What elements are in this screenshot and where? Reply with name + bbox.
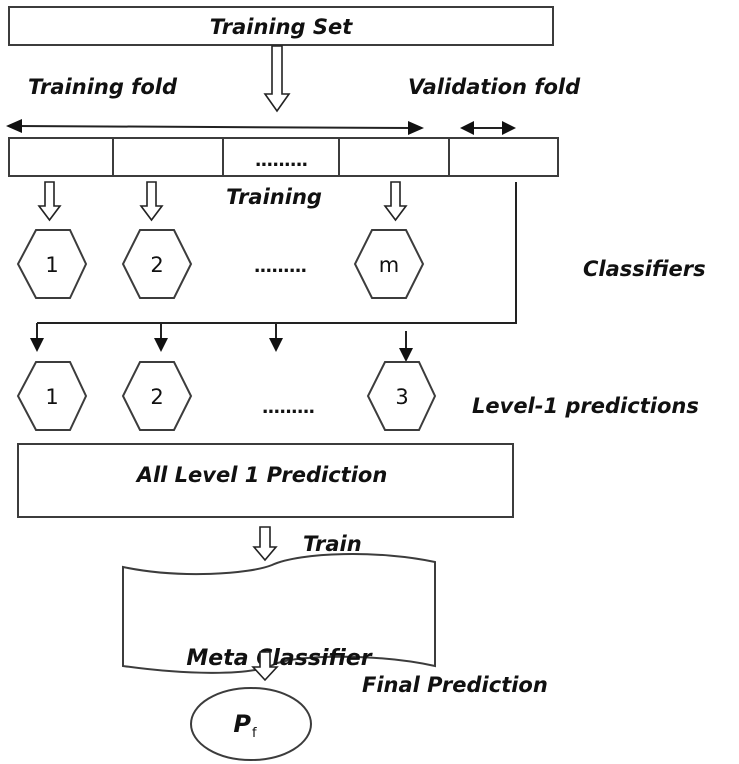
level1-prediction-3: 3 [366, 361, 437, 431]
classifier-1: 1 [16, 229, 88, 299]
training-fold-2 [112, 137, 224, 177]
training-fold-span-line [15, 125, 413, 129]
training-set-box [8, 6, 554, 46]
arrow-left-head-icon [460, 121, 474, 135]
arrow-down-head-icon [269, 338, 283, 352]
fold2-to-classifier2-arrow-icon [139, 181, 164, 222]
classifier-1-hexagon [16, 229, 88, 299]
training-fold-m [338, 137, 450, 177]
final-output-sub: f [252, 726, 257, 741]
training-fold-ellipsis [222, 137, 340, 177]
level1-prediction-1: 1 [16, 361, 88, 431]
classifier-m: m [353, 229, 425, 299]
meta-classifier-node: Meta Classifier [122, 553, 436, 674]
train-arrow-icon [252, 526, 278, 562]
train-label: Train [303, 532, 362, 556]
classifier-1-label: 1 [45, 253, 58, 277]
arrow-down-head-icon [399, 348, 413, 362]
level1-prediction-3-hexagon [366, 361, 437, 431]
meta-classifier-shape [122, 553, 436, 674]
all-level1-box [17, 443, 514, 518]
arrow-down-head-icon [30, 338, 44, 352]
training-set-down-arrow-icon [263, 45, 291, 113]
level1-prediction-2-label: 2 [150, 385, 163, 409]
training-fold-span-arrow [6, 119, 424, 135]
training-set-label: Training Set [210, 15, 354, 39]
training-fold-label: Training fold [28, 75, 178, 99]
classifier-m-hexagon [353, 229, 425, 299]
level1-prediction-2-hexagon [121, 361, 193, 431]
validation-connector [30, 182, 517, 362]
level1-prediction-2: 2 [121, 361, 193, 431]
classifier-ellipsis: ......... [254, 256, 307, 277]
level1-predictions-label: Level-1 predictions [472, 394, 699, 418]
validation-fold [448, 137, 559, 177]
training-fold-1 [8, 137, 114, 177]
fold-ellipsis: ......... [255, 150, 308, 171]
level1-prediction-1-label: 1 [45, 385, 58, 409]
level1-prediction-3-label: 3 [395, 385, 408, 409]
classifiers-label: Classifiers [583, 257, 706, 281]
training-set-node: Training Set [8, 6, 554, 46]
fold-row: ......... [8, 137, 559, 177]
level1-ellipsis: ......... [262, 397, 315, 418]
arrow-down-head-icon [154, 338, 168, 352]
fold1-to-classifier1-arrow-icon [37, 181, 62, 222]
final-prediction-label: Final Prediction [362, 673, 548, 697]
classifier-2: 2 [121, 229, 193, 299]
final-output-node: P f [190, 687, 312, 761]
arrow-right-head-icon [408, 121, 424, 135]
meta-classifier-label: Meta Classifier [186, 646, 372, 671]
validation-fold-span-arrow [460, 121, 516, 135]
validation-fold-label: Validation fold [408, 75, 581, 99]
all-level1-node: All Level 1 Prediction [17, 443, 514, 518]
classifier-m-label: m [379, 253, 399, 277]
training-label: Training [226, 185, 322, 209]
final-output-main: P [233, 710, 251, 738]
arrow-right-head-icon [502, 121, 516, 135]
arrow-left-head-icon [6, 119, 22, 133]
validation-connector-line [37, 182, 517, 324]
classifier-2-label: 2 [150, 253, 163, 277]
level1-prediction-1-hexagon [16, 361, 88, 431]
classifier-2-hexagon [121, 229, 193, 299]
all-level1-label: All Level 1 Prediction [135, 463, 388, 487]
foldm-to-classifierm-arrow-icon [383, 181, 408, 222]
final-arrow-icon [251, 651, 279, 682]
final-output-ellipse [190, 687, 312, 761]
